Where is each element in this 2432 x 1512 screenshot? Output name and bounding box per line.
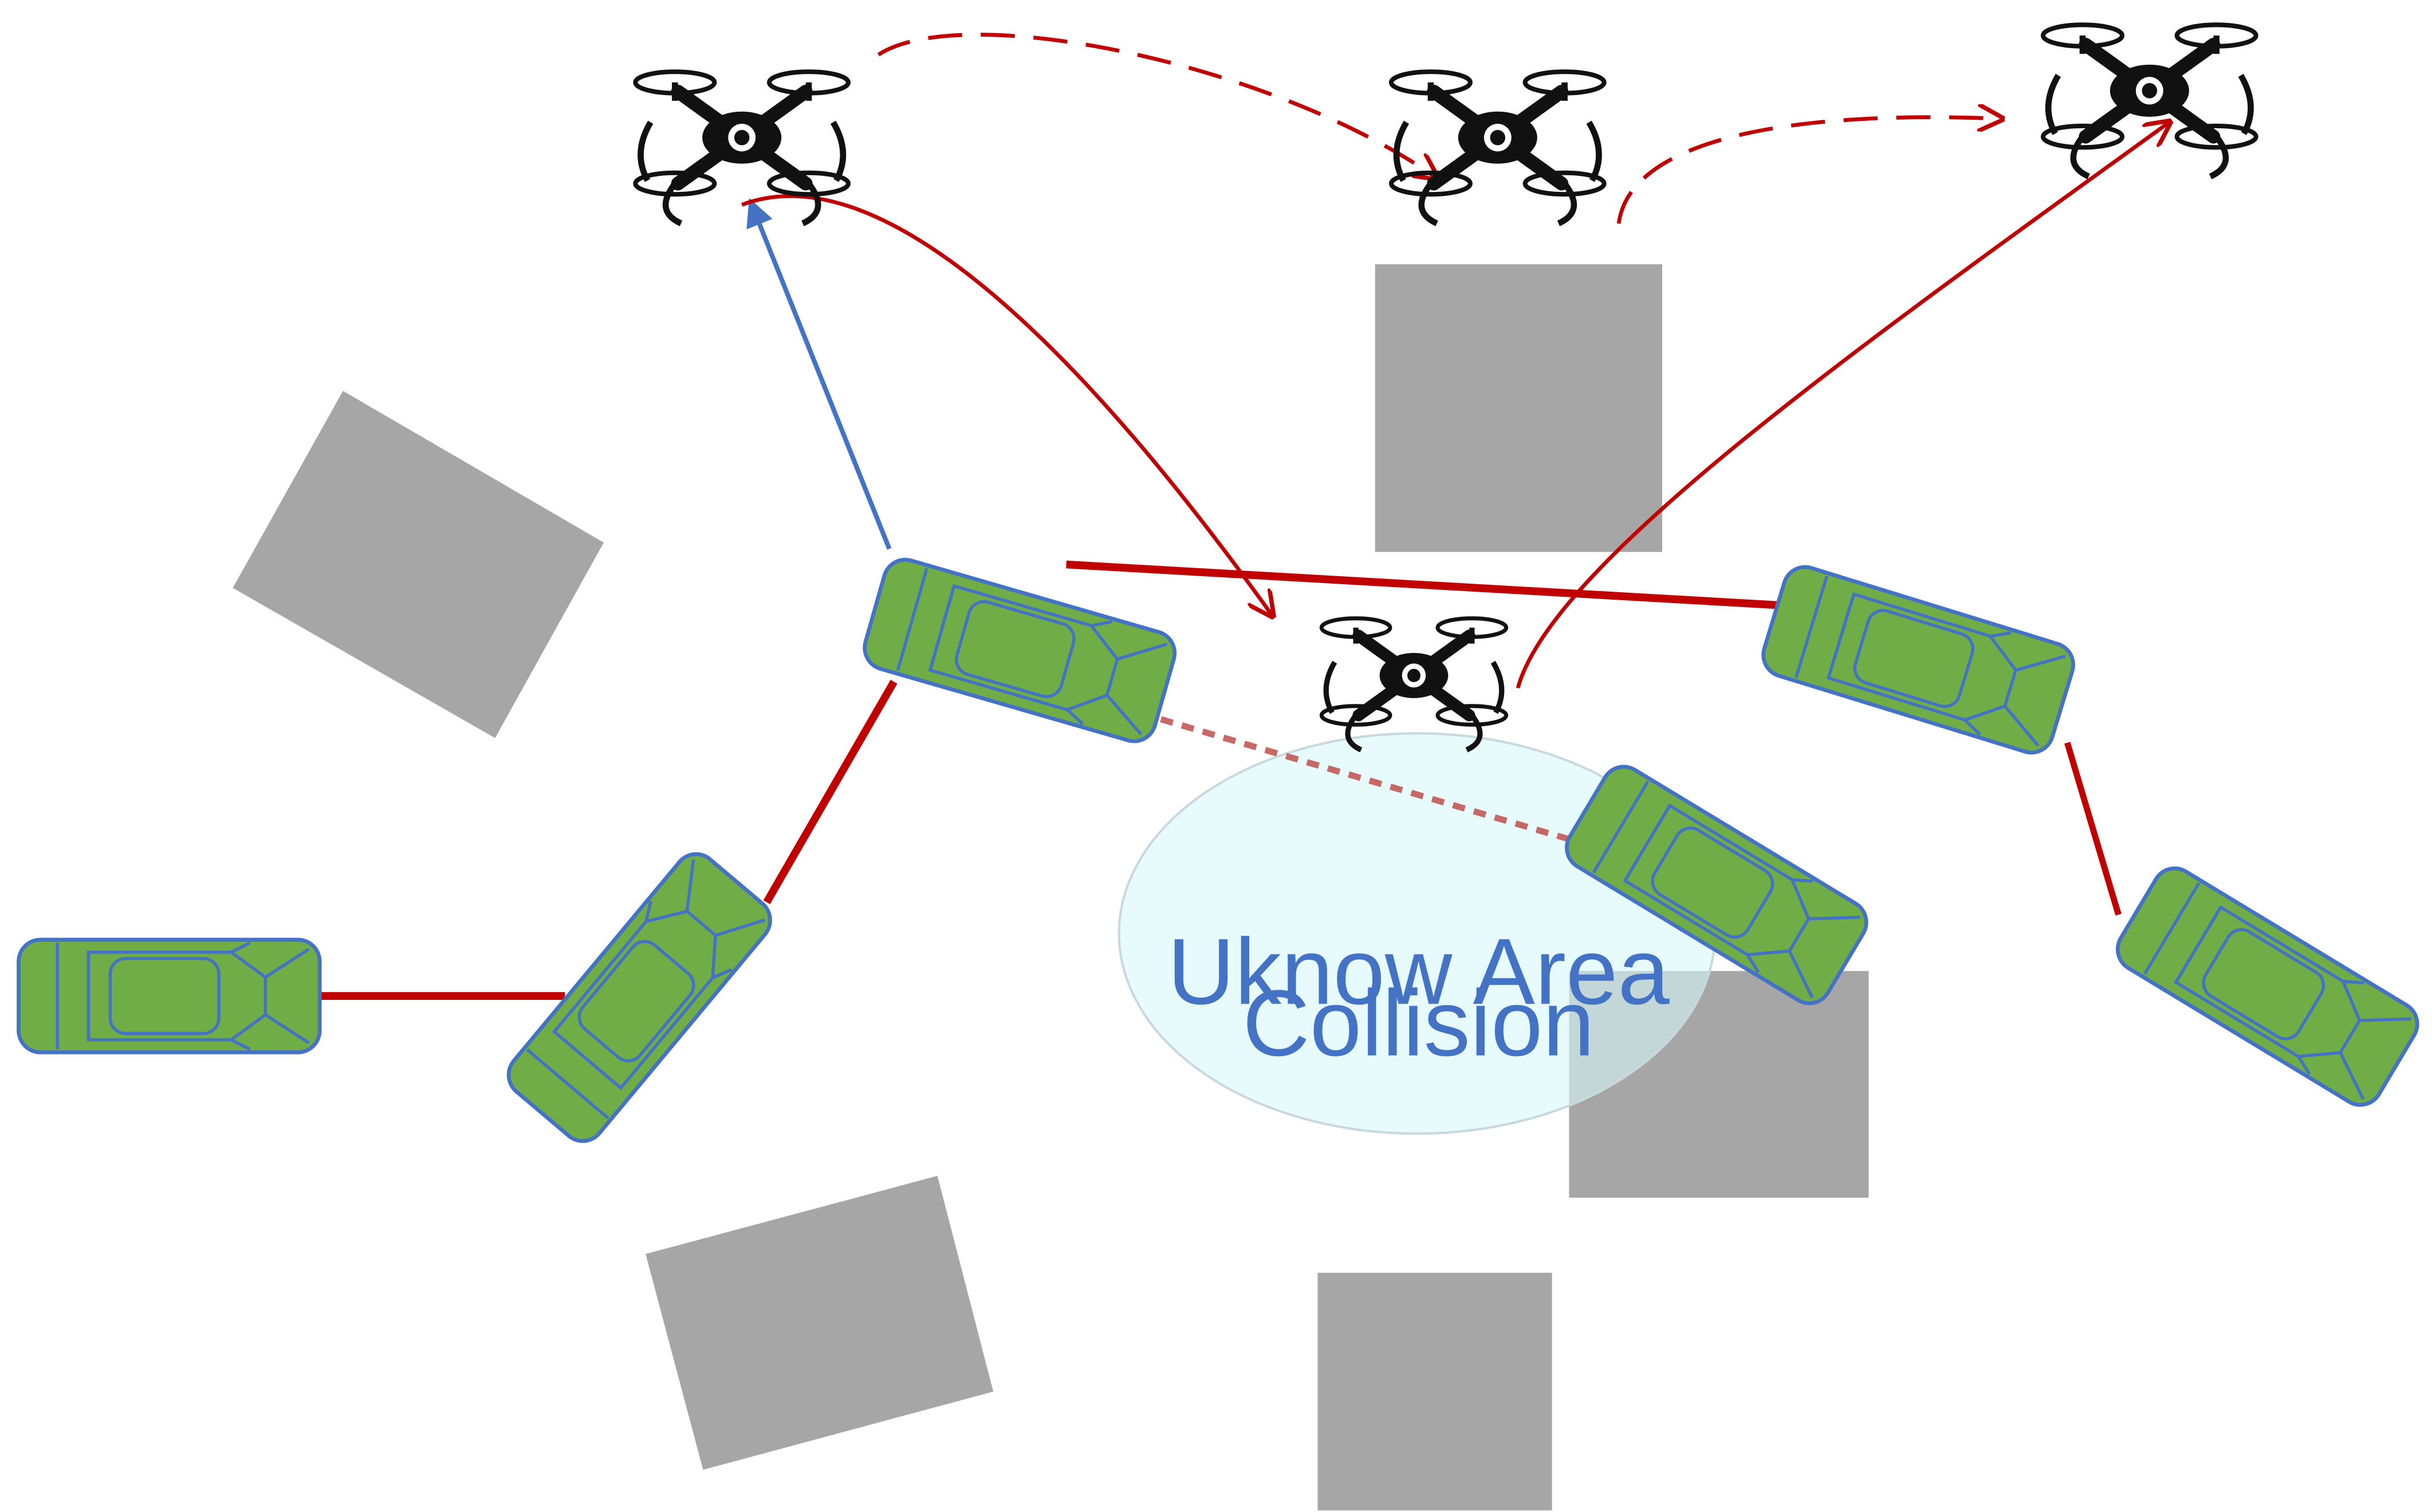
car-icon [19,940,320,1053]
unknown-area-label-line2: Collision [1242,970,1594,1076]
uav-path-arrow [741,194,1273,616]
uav-path-arrow [1516,122,2170,689]
drone-icon [1321,619,1506,750]
car-icon [860,554,1180,746]
v2v-links [315,560,2122,1000]
v2v-link [2064,742,2122,916]
car-icon [1758,562,2079,758]
car-icon [2110,860,2425,1113]
v2v-link [763,679,898,904]
drone-icon [1391,72,1604,223]
obstacle-building [1317,1273,1552,1511]
uav-paths [741,33,2170,689]
uav-request-arrow [746,198,892,550]
uav-planned-path [1616,117,2002,224]
uncertain-link [1160,716,1572,843]
uav-planned-path [877,33,1437,179]
obstacle-building [233,391,604,738]
v2v-link [1066,560,1805,611]
drone-icon [635,72,848,223]
obstacle-building [1375,264,1663,552]
obstacle-building [646,1176,994,1470]
obstacles [233,264,1869,1511]
drone-icon [2043,25,2256,176]
unknown-area-label-line1: Uknow Area [1167,919,1670,1024]
